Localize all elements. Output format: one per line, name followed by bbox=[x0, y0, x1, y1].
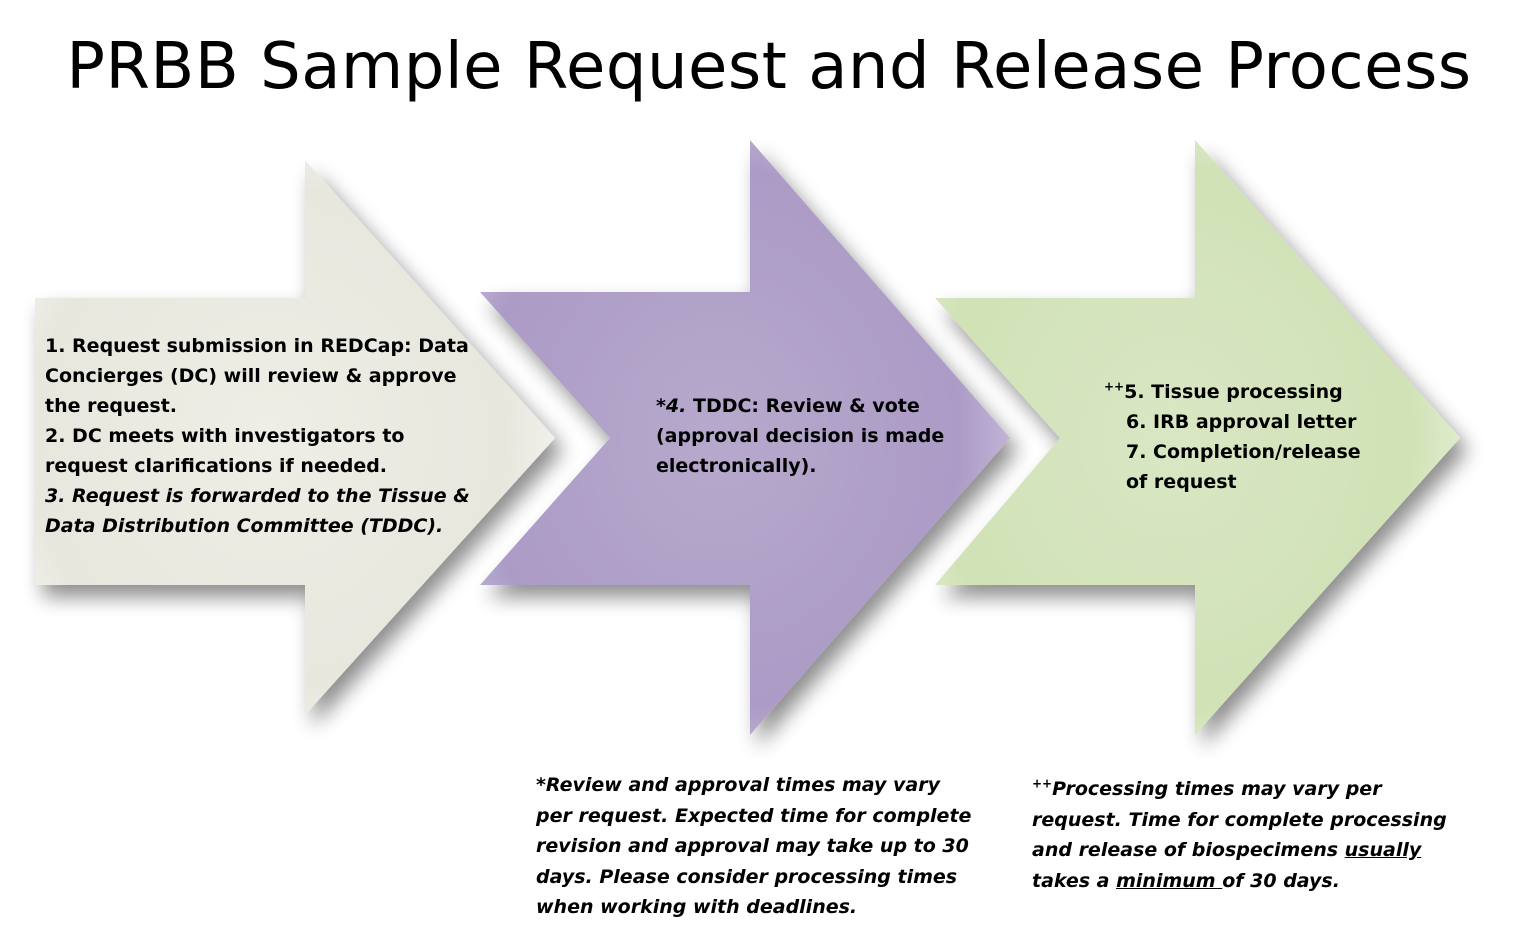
note-line-text: takes a bbox=[1032, 869, 1117, 892]
note-line: when working with deadlines. bbox=[536, 896, 858, 918]
note-line: *Review and approval times may vary bbox=[536, 774, 941, 796]
step-2-line: *4. TDDC: Review & vote bbox=[656, 391, 944, 421]
note-line: and release of biospecimens usually bbox=[1032, 835, 1447, 866]
step-3-arrow bbox=[935, 140, 1460, 735]
step-1-text: 1. Request submission in REDCap: Data Co… bbox=[45, 331, 470, 541]
step-1-line: Data Distribution Committee (TDDC). bbox=[45, 515, 444, 537]
step-2-arrow bbox=[480, 140, 1010, 735]
step-1-line: 3. Request is forwarded to the Tissue & bbox=[45, 485, 470, 507]
note-line: revision and approval may take up to 30 bbox=[536, 835, 969, 857]
step-2-line-rest: TDDC: Review & vote bbox=[686, 395, 920, 417]
step-2-line: electronically). bbox=[656, 455, 817, 477]
page-title: PRBB Sample Request and Release Process bbox=[66, 30, 1472, 104]
step-1-line: the request. bbox=[45, 395, 177, 417]
step-3-marker: ++ bbox=[1104, 379, 1125, 394]
step-3-line: 7. Completion/release bbox=[1126, 441, 1361, 463]
step-1-arrow bbox=[35, 160, 555, 715]
note-line-text: Processing times may vary per bbox=[1052, 778, 1382, 800]
step-3-line: 6. IRB approval letter bbox=[1126, 411, 1357, 433]
step-2-text: *4. TDDC: Review & vote (approval decisi… bbox=[656, 391, 944, 481]
note-line: ++Processing times may vary per bbox=[1032, 774, 1447, 805]
step-1-line: 1. Request submission in REDCap: Data bbox=[45, 335, 469, 357]
note-line: days. Please consider processing times bbox=[536, 865, 958, 888]
step-2-prefix: *4. bbox=[656, 395, 687, 417]
step-2-line: (approval decision is made bbox=[656, 425, 945, 447]
step-1-line: Concierges (DC) will review & approve bbox=[45, 365, 457, 387]
note-line-text: of 30 days. bbox=[1222, 869, 1340, 892]
note-underlined-usually: usually bbox=[1344, 839, 1422, 861]
step-3-line: ++5. Tissue processing bbox=[1104, 377, 1361, 407]
note-line: request. Time for complete processing bbox=[1032, 808, 1447, 831]
step-1-line: 2. DC meets with investigators to bbox=[45, 425, 405, 447]
step-1-line: request clarifications if needed. bbox=[45, 455, 388, 477]
note-line: takes a minimum of 30 days. bbox=[1032, 866, 1447, 897]
step-3-line: of request bbox=[1126, 471, 1237, 493]
note-marker: ++ bbox=[1032, 776, 1053, 791]
note-underlined-minimum: minimum bbox=[1116, 869, 1223, 892]
processing-times-note: ++Processing times may vary per request.… bbox=[1032, 774, 1447, 896]
note-line-text: and release of biospecimens bbox=[1032, 839, 1345, 861]
note-line: per request. Expected time for complete bbox=[536, 804, 972, 827]
review-times-note: *Review and approval times may vary per … bbox=[536, 770, 971, 923]
step-3-line-text: 5. Tissue processing bbox=[1124, 381, 1343, 403]
step-3-text: ++5. Tissue processing 6. IRB approval l… bbox=[1104, 377, 1361, 497]
